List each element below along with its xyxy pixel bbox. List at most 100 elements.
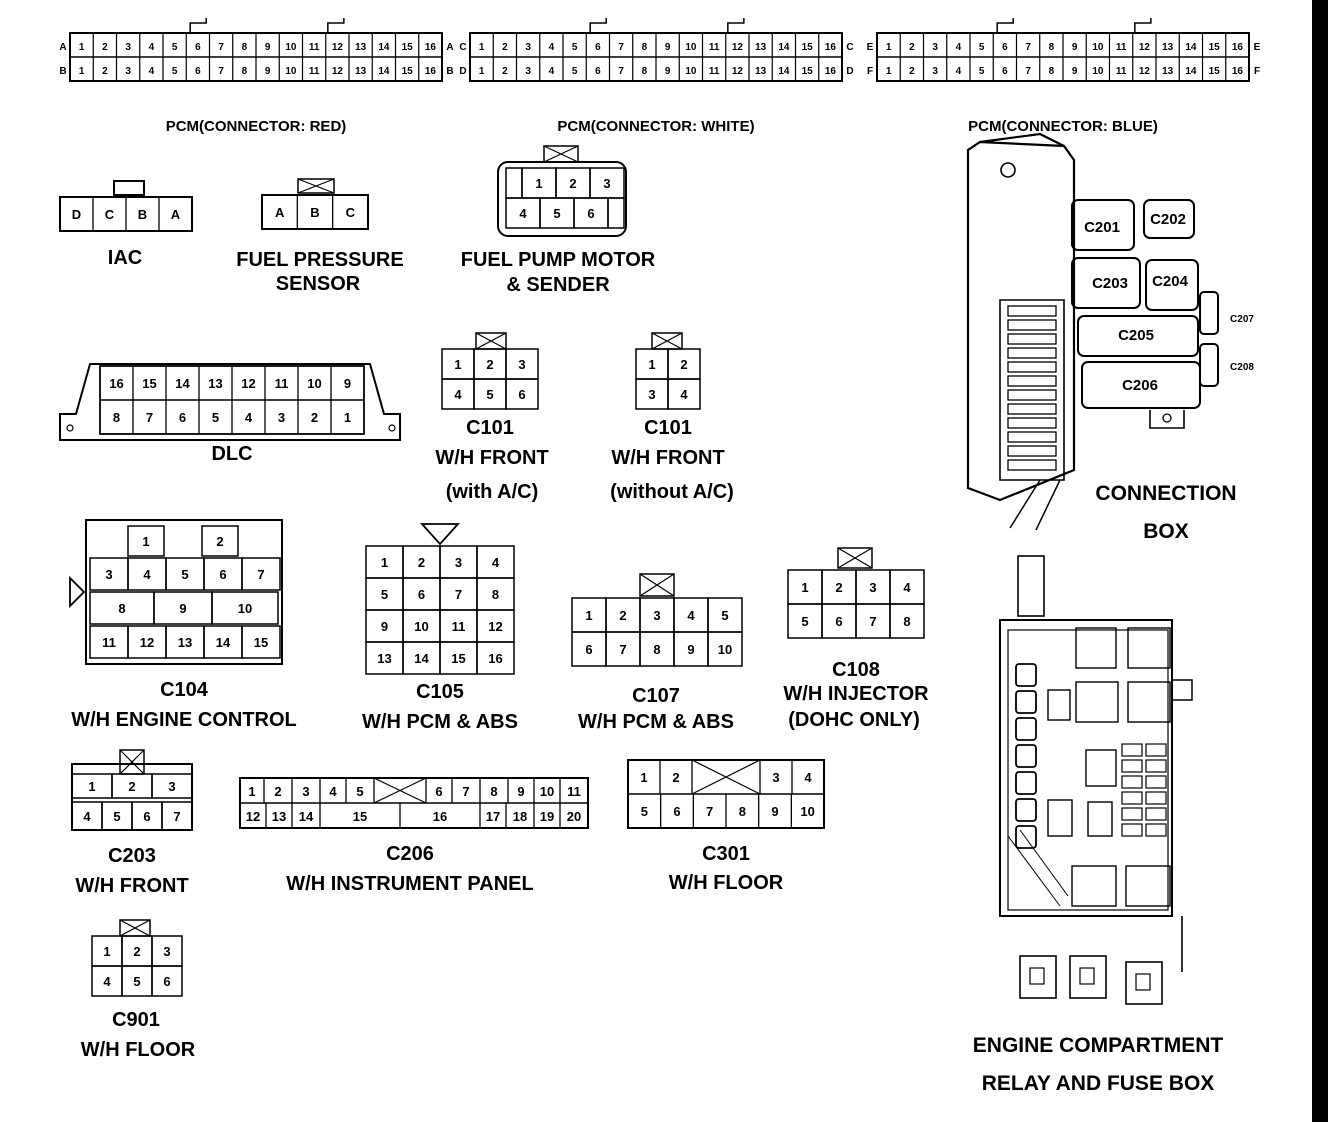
pcm-blue-top-pin: 11 [1116,42,1127,53]
pcm-white-top-pin: 5 [572,42,578,53]
fps-pin-label: A [275,205,285,220]
c101b-pin-label: 3 [648,387,655,402]
c203-r0b-grid: 2 [111,773,153,799]
c104-r2c-pin-label: 10 [238,601,252,616]
cbox-socket [1071,199,1135,251]
ebox-side-tab [1172,679,1193,701]
ebox-fuse [1015,717,1037,741]
cbox-top-edge [979,132,1065,147]
pcm-blue-top-pin: 2 [909,42,915,53]
c206-pin-label: 8 [490,784,497,799]
c203-r1-pin-label: 6 [143,809,150,824]
c105-cell [476,641,515,675]
c104-r0a-grid: 1 [127,525,165,557]
c104-r0b-cell [201,525,239,557]
c901-pin-label: 5 [133,974,140,989]
c901-pin-label: 4 [103,974,111,989]
c203-r1-pin-label: 4 [83,809,91,824]
cbox-socket-label: C204 [1152,273,1189,290]
c101b-label: (without A/C) [610,481,734,503]
c108-pin-label: 3 [869,580,876,595]
ebox-fuse [1015,825,1037,849]
pcm-red-bottom-pin: 6 [195,66,201,77]
pcm-blue-label: PCM(CONNECTOR: BLUE) [968,118,1158,135]
pcm-red-top-pin: 6 [195,42,201,53]
cbox-fuse-slot [1007,375,1057,387]
pcm-white-bottom-pin: 11 [709,66,720,77]
c107-pin-label: 8 [653,642,660,657]
pcm-blue-bottom-pin: 3 [932,66,938,77]
pcm-red-bottom-pin: 3 [125,66,131,77]
pcm-blue-top-pin: 8 [1049,42,1055,53]
pcm-white-bottom-pin: 10 [685,66,697,77]
c104-r3-pin-label: 13 [178,635,192,650]
pcm-white-top-pin: 15 [802,42,814,53]
dlc-bot-pin-label: 3 [278,410,285,425]
pcm-blue-bottom-pin: 5 [979,66,985,77]
ebox-label: RELAY AND FUSE BOX [982,1072,1215,1095]
iac-label: IAC [108,247,142,269]
pcm-red-bottom-pin: 11 [309,66,320,77]
iac-pin-label: D [72,207,81,222]
ebox-relay [1127,627,1171,669]
ebox-relay-icon [1125,961,1163,1005]
key-tab-diagonal [837,547,873,569]
pcm-blue-bottom-pin: 1 [886,66,892,77]
dlc-top-pin-label: 9 [344,376,351,391]
pcm-red-top-pin: 10 [285,42,297,53]
pcm-red-top-pin: 14 [378,42,390,53]
pcm-white-top-pin: 14 [778,42,790,53]
c105-pin-label: 11 [452,619,466,634]
dlc-top-pin-label: 10 [307,376,321,391]
iac-pin-label: A [171,207,181,222]
pcm-row-letter: D [459,66,466,77]
pcm-row-letter: C [459,42,466,53]
dlc-label: DLC [211,443,252,465]
pcm-blue-bottom-pin: 11 [1116,66,1127,77]
dlc-top-pin-label: 12 [241,376,255,391]
c101b-pin-label: 1 [648,357,655,372]
cbox-fuse-slot [1007,333,1057,345]
ebox-minifuse [1121,807,1143,821]
ebox-minifuse [1145,791,1167,805]
cbox-housing [966,140,1076,502]
c206-pin-label: 1 [248,784,255,799]
key-tab-diagonal [119,749,145,775]
c105-label: W/H PCM & ABS [362,711,518,733]
c206-pin-label: 19 [540,809,554,824]
c105-pin-label: 8 [492,587,499,602]
ebox-relay [1085,749,1117,787]
c901-pin-label: 3 [163,944,170,959]
fpm-spacer [607,197,625,229]
c203-r0c-cell [151,773,193,799]
c104-r3-pin-label: 14 [216,635,231,650]
pcm-white-label: PCM(CONNECTOR: WHITE) [557,118,754,135]
c105-pin-label: 3 [455,555,462,570]
ebox-relay [1127,681,1171,723]
c108-pin-label: 1 [801,580,808,595]
c101b-pin-label: 2 [680,357,687,372]
c206-pin-label: 20 [567,809,581,824]
pcm-blue-bottom-pin: 2 [909,66,915,77]
c101b-cell [667,378,701,410]
pcm-connector-blue: 1122334455667788991010111112121313141415… [867,18,1261,135]
cbox-wire [1035,479,1061,531]
pcm-white-top-pin: 9 [665,42,671,53]
pcm-latch [589,18,607,33]
c206-pin-label: 5 [356,784,363,799]
ebox-minifuse [1121,823,1143,837]
c901-pin-label: 6 [163,974,170,989]
pcm-white-top-pin: 13 [755,42,767,53]
dlc-top-pin-label: 16 [109,376,123,391]
